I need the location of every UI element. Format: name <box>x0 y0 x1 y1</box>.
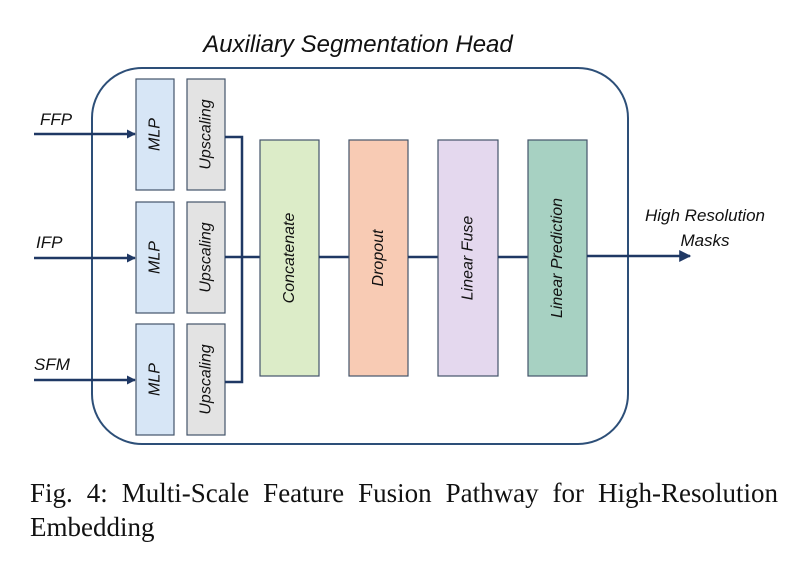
head-title: Auxiliary Segmentation Head <box>201 31 513 58</box>
input-label-ffp: FFP <box>40 110 73 129</box>
caption-text: Multi-Scale Feature Fusion Pathway for H… <box>30 478 779 542</box>
mlp-block-ifp <box>135 201 175 314</box>
output-label-line2: Masks <box>680 231 730 250</box>
upscaling-label-ffp: Upscaling <box>198 99 215 169</box>
caption-label: Fig. 4: <box>30 478 108 508</box>
figure-caption: Fig. 4: Multi-Scale Feature Fusion Pathw… <box>30 476 778 544</box>
mlp-label-sfm: MLP <box>147 363 164 396</box>
branch-sfm: MLP Upscaling <box>135 323 226 436</box>
upscaling-block-ffp <box>186 78 226 191</box>
upscaling-block-ifp <box>186 201 226 314</box>
branch-ffp: MLP Upscaling <box>135 78 226 191</box>
output-label-line1: High Resolution <box>645 206 765 225</box>
mlp-label-ffp: MLP <box>147 118 164 151</box>
upscaling-label-ifp: Upscaling <box>198 222 215 292</box>
concatenate-label: Concatenate <box>281 213 298 304</box>
linear-prediction-block <box>527 139 588 377</box>
linear-fuse-label: Linear Fuse <box>460 216 477 301</box>
mlp-block-ffp <box>135 78 175 191</box>
branch-ifp: MLP Upscaling <box>135 201 226 314</box>
dropout-block <box>348 139 409 377</box>
input-label-sfm: SFM <box>34 355 71 374</box>
input-label-ifp: IFP <box>36 233 63 252</box>
upscaling-block-sfm <box>186 323 226 436</box>
upscaling-label-sfm: Upscaling <box>198 344 215 414</box>
mlp-label-ifp: MLP <box>147 241 164 274</box>
segmentation-head-diagram: Auxiliary Segmentation Head FFP IFP SFM … <box>34 31 765 445</box>
merge-connector <box>225 135 244 384</box>
dropout-label: Dropout <box>370 229 387 286</box>
mlp-block-sfm <box>135 323 175 436</box>
linear-prediction-label: Linear Prediction <box>549 198 566 318</box>
linear-fuse-block <box>437 139 499 377</box>
concatenate-block <box>259 139 320 377</box>
